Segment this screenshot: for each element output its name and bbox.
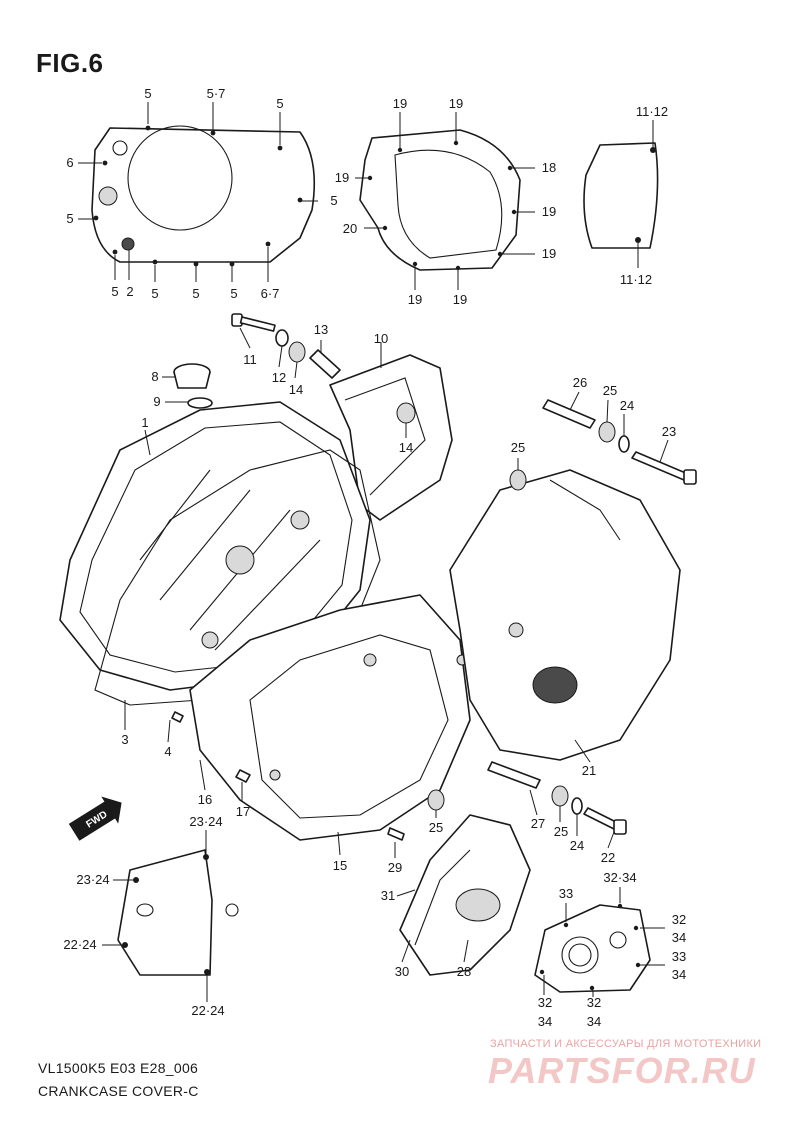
callout-labels: 5 5·7 5 6 5 5 5 2 5 5 5 6·7 19 19 19 18 … <box>63 86 686 1029</box>
model-code: VL1500K5 E03 E28_006 <box>38 1060 199 1076</box>
callout: 27 <box>531 816 545 831</box>
callout: 31 <box>381 888 395 903</box>
callout: 34 <box>587 1014 601 1029</box>
callout: 25 <box>429 820 443 835</box>
callout: 23·24 <box>76 872 109 887</box>
callout: 22 <box>601 850 615 865</box>
clutch-cover-outer <box>91 125 316 267</box>
callout: 5 <box>144 86 151 101</box>
callout: 22·24 <box>63 937 96 952</box>
callout: 8 <box>151 369 158 384</box>
callout: 5 <box>111 284 118 299</box>
figure-title: FIG.6 <box>36 48 104 78</box>
callout: 21 <box>582 763 596 778</box>
callout: 6 <box>66 155 73 170</box>
callout: 9 <box>153 394 160 409</box>
callout: 14 <box>289 382 303 397</box>
callout: 24 <box>620 398 634 413</box>
callout: 15 <box>333 858 347 873</box>
callout: 19 <box>542 204 556 219</box>
callout: 34 <box>672 930 686 945</box>
clutch-cover-15 <box>189 594 471 841</box>
callout: 19 <box>335 170 349 185</box>
callout: 33 <box>559 886 573 901</box>
callout: 4 <box>164 744 171 759</box>
callout: 11·12 <box>620 272 652 287</box>
callout: 23 <box>662 424 676 439</box>
callout: 19 <box>449 96 463 111</box>
callout: 20 <box>343 221 357 236</box>
callout: 19 <box>393 96 407 111</box>
callout: 25 <box>511 440 525 455</box>
callout: 24 <box>570 838 584 853</box>
bottom-right-cover-plate <box>534 903 651 993</box>
callout: 5 <box>276 96 283 111</box>
fwd-direction-arrow: FWD <box>68 796 122 841</box>
callout: 26 <box>573 375 587 390</box>
cover-gasket <box>94 449 381 706</box>
water-pump-housing <box>387 814 531 976</box>
callout: 3 <box>121 732 128 747</box>
callout: 14 <box>399 440 413 455</box>
callout: 25 <box>603 383 617 398</box>
callout: 18 <box>542 160 556 175</box>
callout: 19 <box>453 292 467 307</box>
callout: 12 <box>272 370 286 385</box>
sprocket-cover <box>359 129 521 271</box>
callout: 19 <box>408 292 422 307</box>
callout: 32 <box>538 995 552 1010</box>
callout: 17 <box>236 804 250 819</box>
oil-filler-cap <box>173 363 213 409</box>
small-side-cover <box>583 142 659 249</box>
callout: 10 <box>374 331 388 346</box>
callout: 25 <box>554 824 568 839</box>
callout: 30 <box>395 964 409 979</box>
callout: 34 <box>672 967 686 982</box>
bolt-set-right-upper <box>509 399 697 491</box>
callout: 16 <box>198 792 212 807</box>
watermark-subtitle: ЗАПЧАСТИ И АКСЕССУАРЫ ДЛЯ МОТОТЕХНИКИ <box>490 1038 762 1050</box>
callout: 13 <box>314 322 328 337</box>
callout: 5 <box>230 286 237 301</box>
callout: 5 <box>330 193 337 208</box>
callout: 5 <box>151 286 158 301</box>
callout: 29 <box>388 860 402 875</box>
callout: 11 <box>243 352 257 367</box>
callout: 34 <box>538 1014 552 1029</box>
bottom-left-guard <box>117 849 239 976</box>
callout: 23·24 <box>189 814 222 829</box>
callout: 28 <box>457 964 471 979</box>
bolt-set-right-lower <box>171 711 627 835</box>
callout: 5 <box>192 286 199 301</box>
callout: 19 <box>542 246 556 261</box>
callout: 1 <box>141 415 148 430</box>
callout: 2 <box>126 284 133 299</box>
watermark-brand: PARTSFOR.RU <box>488 1050 756 1091</box>
diagram-name: CRANKCASE COVER-C <box>38 1083 199 1099</box>
callout: 6·7 <box>261 286 280 301</box>
cover-bracket <box>329 354 453 521</box>
callout: 32 <box>672 912 686 927</box>
callout: 22·24 <box>191 1003 224 1018</box>
callout: 5 <box>66 211 73 226</box>
magneto-cover <box>449 469 681 761</box>
callout: 33 <box>672 949 686 964</box>
callout: 5·7 <box>207 86 226 101</box>
callout-leaders <box>78 102 669 1002</box>
callout: 32 <box>587 995 601 1010</box>
crankcase-cover-main <box>59 401 371 691</box>
callout: 11·12 <box>636 104 668 119</box>
callout: 32·34 <box>603 870 636 885</box>
